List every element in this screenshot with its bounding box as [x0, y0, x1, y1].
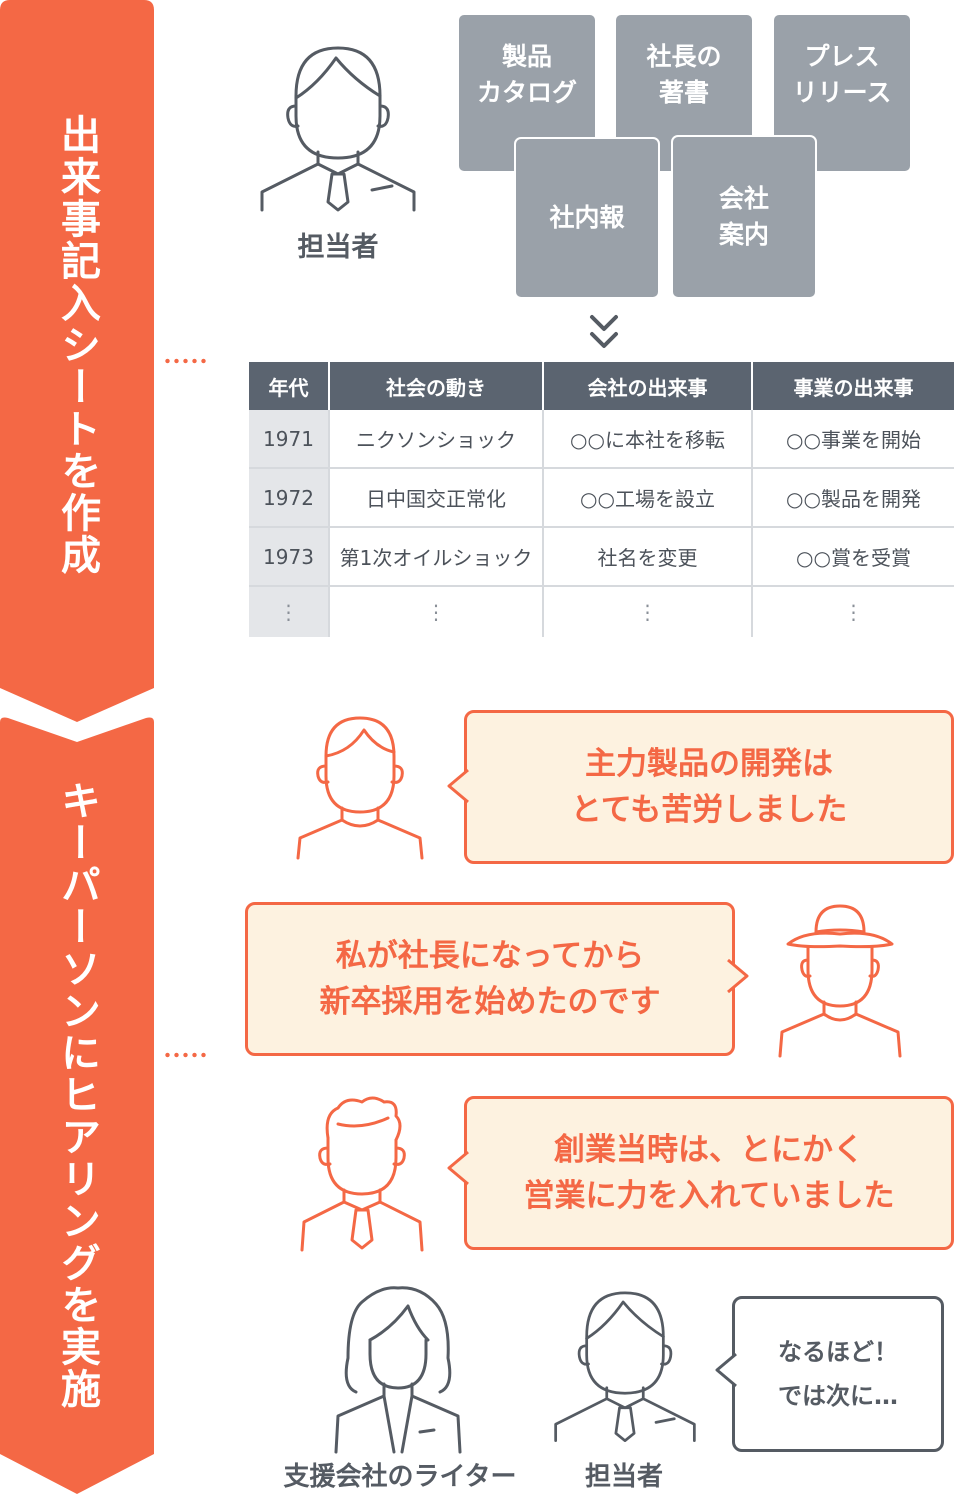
header-era: 年代 [249, 362, 329, 410]
table-cell: 社名を変更 [542, 526, 752, 586]
staff-person-icon [260, 46, 416, 212]
staff-person-bottom-icon [554, 1291, 696, 1443]
year-cell: 1973 [249, 526, 329, 586]
quote-bubble-1-tail [447, 768, 469, 804]
doc-company-guide: 会社 案内 [671, 135, 817, 299]
table-cell: ○○賞を受賞 [751, 526, 954, 586]
table-cell: 第1次オイルショック [328, 526, 543, 586]
header-society: 社会の動き [328, 362, 543, 410]
writer-person-icon [334, 1286, 462, 1454]
ellipsis-cell: ⋮ [751, 585, 954, 637]
step-arrow-1 [0, 0, 154, 722]
step-2-label: キーパーソンにヒアリングを実施 [54, 780, 100, 1410]
writer-label: 支援会社のライター [283, 1462, 517, 1492]
quote-bubble-2: 私が社長になってから 新卒採用を始めたのです [245, 902, 735, 1056]
doc-company-newsletter: 社内報 [514, 137, 660, 299]
quote-bubble-1: 主力製品の開発は とても苦労しました [464, 710, 954, 864]
year-cell: 1971 [249, 410, 329, 468]
ellipsis-cell: ⋮ [249, 585, 329, 637]
table-header-row: 年代 社会の動き 会社の出来事 事業の出来事 [249, 362, 954, 410]
key-person-1-icon [296, 716, 424, 860]
table-cell: ニクソンショック [328, 410, 543, 468]
reply-bubble: なるほど！ では次に… [732, 1296, 944, 1452]
step-arrow-2 [0, 717, 154, 1494]
quote-bubble-2-tail [727, 958, 749, 994]
table-row: 1973 第1次オイルショック 社名を変更 ○○賞を受賞 [249, 526, 954, 586]
key-person-3-icon [300, 1096, 424, 1252]
table-row-ellipsis: ⋮ ⋮ ⋮ ⋮ [249, 585, 954, 637]
step-1-label: 出来事記入シートを作成 [54, 114, 100, 576]
quote-bubble-3: 創業当時は、とにかく 営業に力を入れていました [464, 1096, 954, 1250]
staff-label-top: 担当者 [297, 232, 379, 263]
header-company: 会社の出来事 [542, 362, 752, 410]
history-table: 年代 社会の動き 会社の出来事 事業の出来事 1971 ニクソンショック ○○に… [249, 362, 954, 637]
double-chevron-down-icon [590, 315, 618, 348]
ellipsis-cell: ⋮ [328, 585, 543, 637]
table-cell: 日中国交正常化 [328, 467, 543, 527]
table-row: 1971 ニクソンショック ○○に本社を移転 ○○事業を開始 [249, 410, 954, 468]
table-cell: ○○事業を開始 [751, 410, 954, 468]
reply-bubble-tail [715, 1352, 737, 1388]
connector-dots-2 [163, 1052, 207, 1058]
key-person-2-icon [778, 904, 902, 1058]
table-row: 1972 日中国交正常化 ○○工場を設立 ○○製品を開発 [249, 467, 954, 527]
quote-bubble-3-tail [447, 1150, 469, 1186]
ellipsis-cell: ⋮ [542, 585, 752, 637]
header-business: 事業の出来事 [751, 362, 954, 410]
staff-label-bottom: 担当者 [584, 1462, 663, 1492]
year-cell: 1972 [249, 467, 329, 527]
table-cell: ○○工場を設立 [542, 467, 752, 527]
table-cell: ○○製品を開発 [751, 467, 954, 527]
table-cell: ○○に本社を移転 [542, 410, 752, 468]
connector-dots-1 [163, 358, 207, 364]
